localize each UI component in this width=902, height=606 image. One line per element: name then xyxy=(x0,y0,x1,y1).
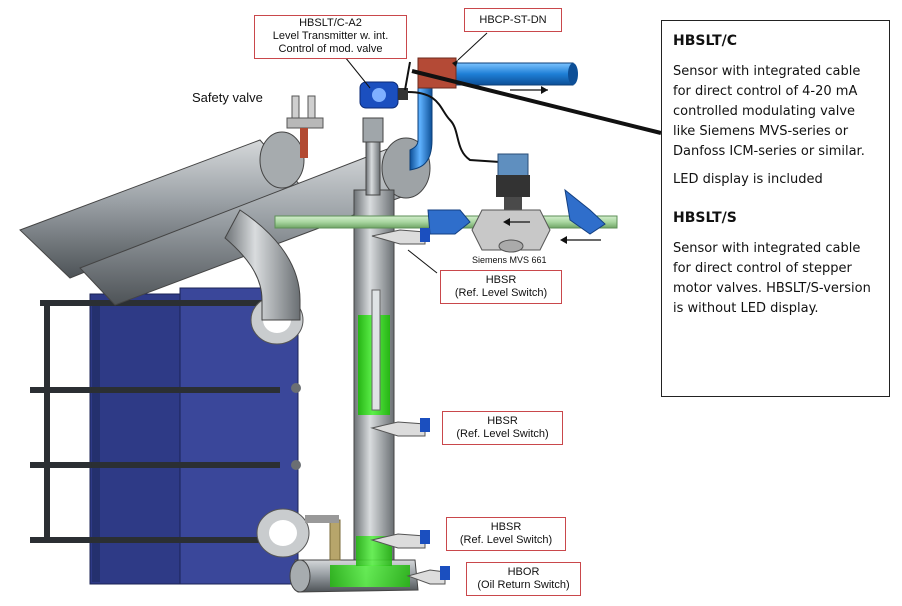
flow-arrow-liquid xyxy=(560,236,601,244)
level-transmitter-head xyxy=(359,61,501,163)
leader-lines xyxy=(344,32,662,274)
level-switch-sensor-2 xyxy=(370,418,430,437)
transmitter-label-line-1: HBSLT/C-A2 xyxy=(299,17,362,29)
hbsr-label-2-title: HBSR xyxy=(487,415,518,427)
flow-arrow-valve xyxy=(503,218,530,226)
safety-valve-label: Safety valve xyxy=(192,90,263,105)
info-hbslt-s-text: Sensor with integrated cable for direct … xyxy=(673,241,871,316)
hbsr-label-1-title: HBSR xyxy=(485,274,517,286)
info-hbslt-s-title: HBSLT/S xyxy=(673,210,737,226)
hbsr-label-1: HBSR (Ref. Level Switch) xyxy=(440,270,562,304)
hbcp-label-text: HBCP-ST-DN xyxy=(479,14,547,26)
hbor-label: HBOR (Oil Return Switch) xyxy=(466,562,581,596)
hbsr-label-2: HBSR (Ref. Level Switch) xyxy=(442,411,563,445)
transmitter-label: HBSLT/C-A2 Level Transmitter w. int. Con… xyxy=(254,15,407,59)
info-hbslt-c-text: Sensor with integrated cable for direct … xyxy=(673,64,865,159)
level-switch-sensor-1 xyxy=(371,228,430,245)
safety-valve-icon xyxy=(286,95,324,158)
hbor-label-title: HBOR xyxy=(507,566,540,578)
level-standpipe xyxy=(353,117,395,581)
hbsr-label-3-sub: (Ref. Level Switch) xyxy=(459,534,553,546)
hbsr-label-2-sub: (Ref. Level Switch) xyxy=(456,428,549,440)
oil-return-switch-sensor xyxy=(406,566,450,585)
frame-bar xyxy=(30,387,280,393)
transmitter-label-line-2: Level Transmitter w. int. xyxy=(272,30,389,42)
separator-drums xyxy=(19,131,431,321)
hbcp-label: HBCP-ST-DN xyxy=(464,8,562,32)
info-hbslt-c-led: LED display is included xyxy=(673,172,823,187)
modulating-valve xyxy=(471,153,551,253)
transmitter-label-line-3: Control of mod. valve xyxy=(278,43,383,55)
strainer-left xyxy=(427,209,471,235)
info-box: HBSLT/C Sensor with integrated cable for… xyxy=(661,20,890,397)
hbsr-label-1-sub: (Ref. Level Switch) xyxy=(454,287,548,299)
flow-arrow-suction xyxy=(510,86,548,94)
strainer-right xyxy=(564,188,606,235)
plate-heat-exchanger xyxy=(30,287,310,585)
hbsr-label-3-title: HBSR xyxy=(490,521,522,533)
hbsr-label-3: HBSR (Ref. Level Switch) xyxy=(446,517,566,551)
hbor-label-sub: (Oil Return Switch) xyxy=(477,579,570,591)
siemens-valve-label: Siemens MVS 661 xyxy=(472,255,547,265)
level-switch-sensor-3 xyxy=(370,530,430,549)
info-hbslt-c-title: HBSLT/C xyxy=(673,33,738,49)
